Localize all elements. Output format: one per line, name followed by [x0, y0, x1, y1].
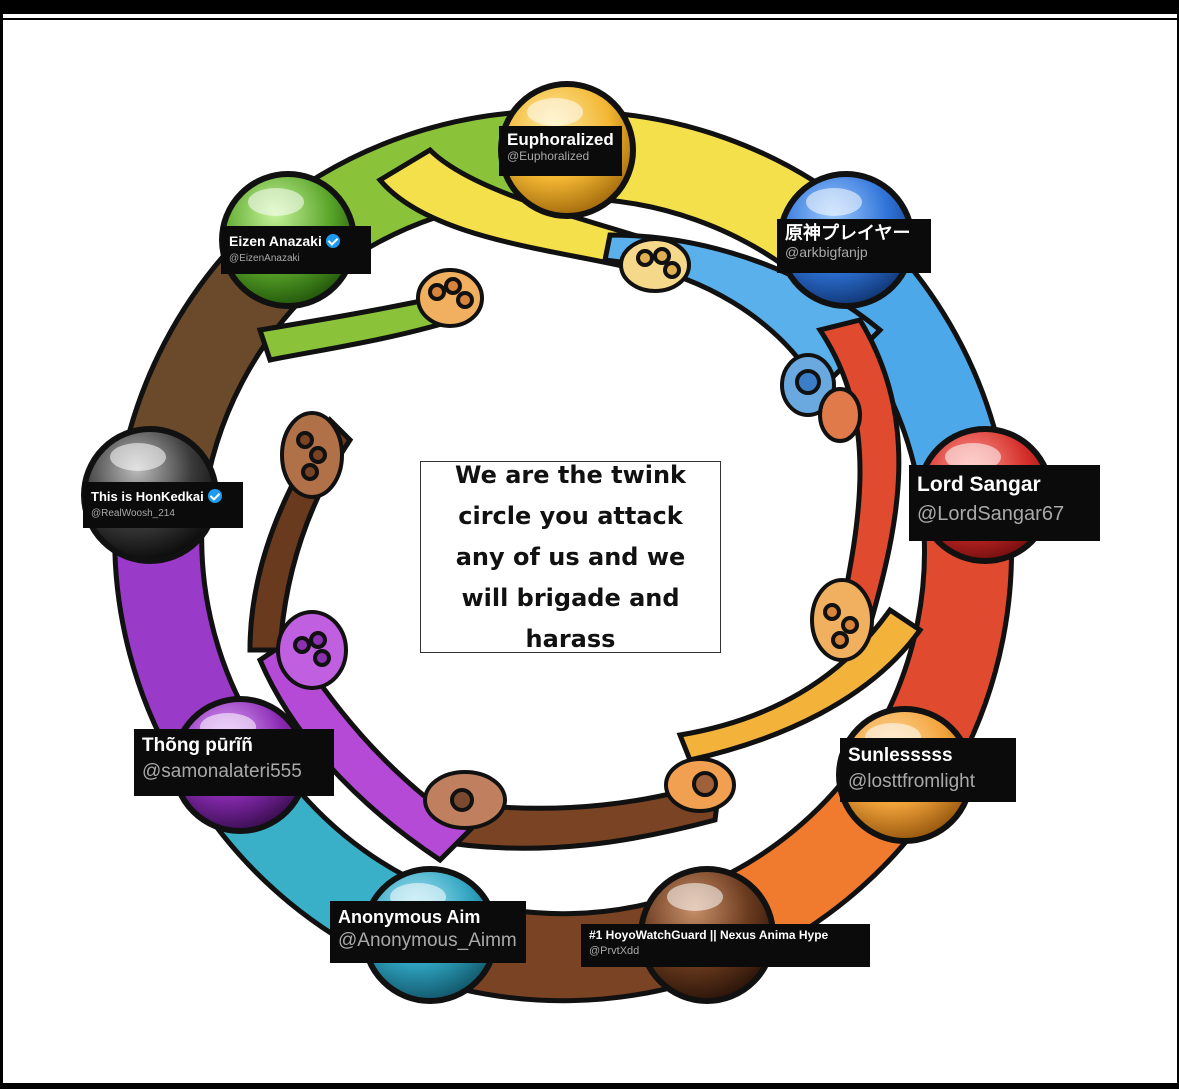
member-name: Lord Sangar	[917, 473, 1041, 496]
member-tag-sunlesssss[interactable]: Sunlesssss @losttfromlight	[840, 738, 1016, 802]
top-border-line	[3, 18, 1177, 20]
member-handle: @PrvtXdd	[589, 944, 640, 957]
member-tag-arkbigfanjp[interactable]: 原神プレイヤー @arkbigfanjp	[777, 219, 931, 273]
verified-badge-icon	[325, 234, 340, 248]
member-tag-anonymous-aim[interactable]: Anonymous Aim @Anonymous_Aimm	[330, 901, 526, 963]
member-name: This is HonKedkai	[91, 489, 204, 504]
member-tag-lordsangar[interactable]: Lord Sangar @LordSangar67	[909, 465, 1100, 541]
member-handle: @Anonymous_Aimm	[338, 929, 517, 951]
member-name: Euphoralized	[507, 130, 614, 149]
member-handle: @RealWoosh_214	[91, 507, 175, 519]
member-handle: @losttfromlight	[848, 770, 975, 792]
member-name: Anonymous Aim	[338, 907, 481, 927]
verified-badge-icon	[207, 489, 222, 503]
member-name-row: Eizen Anazaki	[229, 233, 363, 249]
member-handle: @samonalateri555	[142, 760, 302, 782]
member-handle: @EizenAnazaki	[229, 253, 300, 265]
member-tag-eizenanazaki[interactable]: Eizen Anazaki @EizenAnazaki	[221, 226, 371, 274]
caption-box: We are the twink circle you attack any o…	[420, 461, 721, 653]
member-tag-realwoosh[interactable]: This is HonKedkai @RealWoosh_214	[83, 482, 243, 528]
member-handle: @LordSangar67	[917, 503, 1065, 526]
member-tag-samonalateri[interactable]: Thõng pūrĩñ @samonalateri555	[134, 729, 334, 796]
caption-text: We are the twink circle you attack any o…	[454, 460, 687, 653]
member-name: Eizen Anazaki	[229, 233, 322, 249]
member-name: Sunlesssss	[848, 745, 953, 766]
member-name: 原神プレイヤー	[785, 223, 911, 243]
member-tag-euphoralized[interactable]: Euphoralized @Euphoralized	[499, 126, 622, 176]
member-handle: @Euphoralized	[507, 148, 590, 163]
member-name: #1 HoyoWatchGuard || Nexus Anima Hype	[589, 928, 829, 942]
paw-clasps	[276, 237, 874, 830]
member-name-row: This is HonKedkai	[91, 489, 235, 505]
member-tag-prvtxdd[interactable]: #1 HoyoWatchGuard || Nexus Anima Hype @P…	[581, 924, 870, 967]
member-name: Thõng pūrĩñ	[142, 735, 253, 756]
member-handle: @arkbigfanjp	[785, 243, 868, 260]
